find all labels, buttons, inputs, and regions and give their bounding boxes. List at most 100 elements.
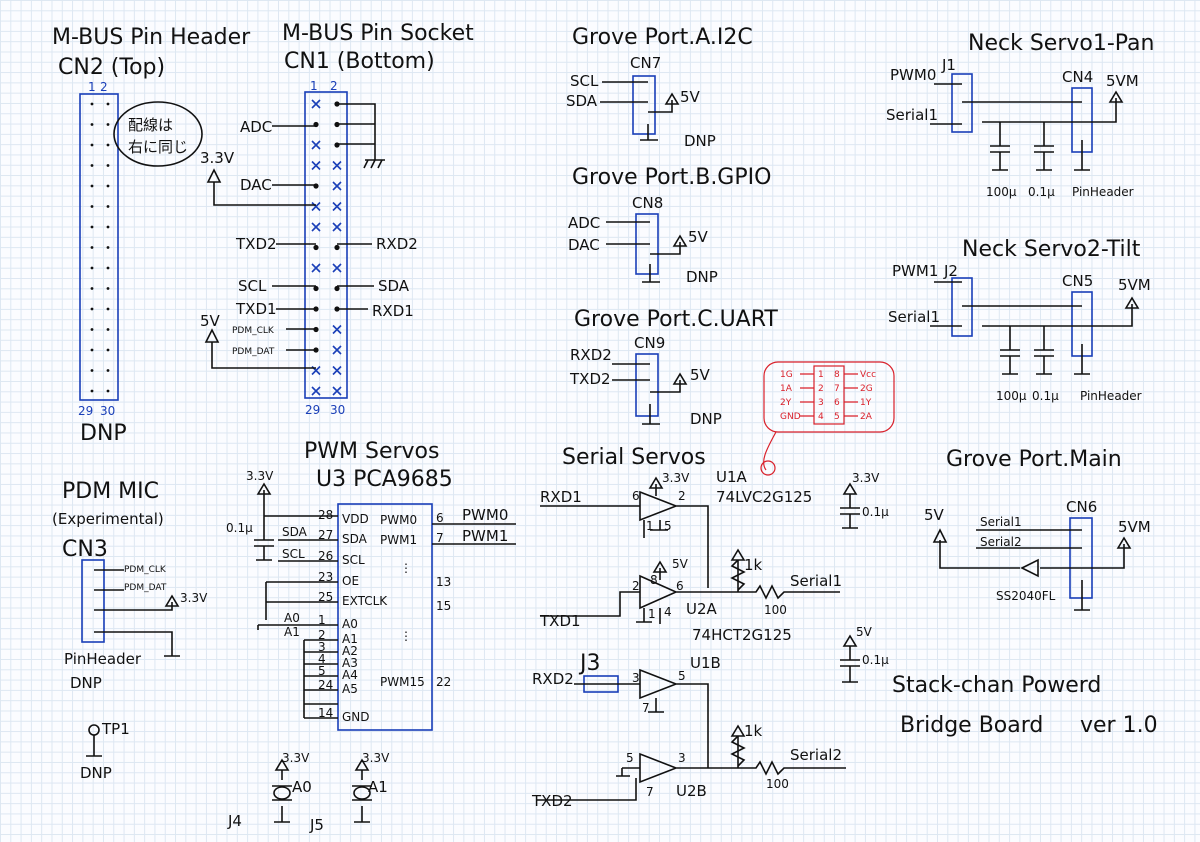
- neck1-pwm: PWM0: [890, 66, 936, 84]
- neck1-cap1: 100μ: [986, 185, 1017, 199]
- u3-pwm0-label: PWM0: [380, 513, 417, 527]
- cn2-pin-dot: [106, 369, 110, 372]
- cn1-txd2-label: TXD2: [235, 235, 277, 253]
- cn1-pin-nc: [332, 324, 342, 335]
- cn7-name: CN7: [630, 54, 661, 72]
- u2a-part: 74HCT2G125: [692, 626, 792, 644]
- cn2-pin-dot: [106, 143, 110, 147]
- pwm-servos-title: PWM Servos: [304, 439, 439, 464]
- u2a-p1: 1: [648, 607, 656, 621]
- u1a-name: U1A: [716, 468, 748, 486]
- neck2-cap2: 0.1μ: [1032, 389, 1059, 403]
- neck2-pwm: PWM1: [892, 262, 938, 280]
- u3-pin-label: A5: [342, 682, 358, 696]
- neck2-j: J2: [943, 262, 958, 280]
- u3-net-pwm0: PWM0: [462, 506, 508, 524]
- cn2-pin30: 30: [100, 404, 115, 418]
- cn6-diode: [1020, 558, 1039, 578]
- pinout-right-pin: 7: [834, 384, 840, 394]
- serial-rxd1: RXD1: [540, 488, 582, 506]
- u1b-p7: 7: [642, 701, 650, 715]
- cn1-5v-wire: [204, 328, 316, 369]
- j5-pad: [353, 786, 371, 800]
- cn6-name: CN6: [1066, 498, 1097, 516]
- cn1-pin-nc: [332, 263, 342, 273]
- cn2-pin-dot: [90, 307, 94, 311]
- cn2-pin-dot: [90, 348, 94, 352]
- u2a-1k: 1k: [744, 556, 763, 574]
- cn1-rxd2-label: RXD2: [376, 235, 418, 253]
- u3-pin-number: 28: [318, 508, 333, 522]
- pdm-subtitle: (Experimental): [52, 510, 164, 528]
- cn9-name: CN9: [634, 334, 665, 352]
- cn8-name: CN8: [632, 194, 663, 212]
- board-version: ver 1.0: [1080, 713, 1158, 738]
- neck2-serial: Serial1: [888, 308, 940, 326]
- u3-pin-label: A0: [342, 617, 358, 631]
- u3-pin7: 7: [436, 531, 444, 545]
- u1a-3v3: 3.3V: [662, 471, 690, 485]
- u2b-p5: 5: [626, 751, 634, 765]
- cn1-subtitle: CN1 (Bottom): [284, 49, 435, 74]
- cn1-pin29: 29: [305, 403, 320, 417]
- cn2-pin-dot: [90, 205, 94, 208]
- cn2-pin-dot: [106, 307, 110, 311]
- cn2-pin-dot: [90, 225, 94, 229]
- pinout-right-pin: 5: [834, 412, 840, 422]
- u3-pin15: 15: [436, 599, 451, 613]
- tp1-wire: [86, 735, 102, 757]
- cn1-pin-nc: [311, 201, 321, 212]
- u2b-wires: [536, 724, 746, 801]
- u2a-p6: 6: [676, 579, 684, 593]
- pinout-left-label: 1A: [780, 384, 793, 394]
- grove-c-title: Grove Port.C.UART: [574, 307, 778, 332]
- cn2-pin-dot: [90, 164, 94, 167]
- cn2-pin-dot: [90, 102, 94, 106]
- u2b-1k-resistor: [730, 735, 746, 767]
- serial1-resistor: [740, 584, 840, 600]
- pinout-right-label: Vcc: [860, 370, 876, 380]
- cn6-serial2: Serial2: [980, 535, 1022, 549]
- cn8-5v-label: 5V: [688, 228, 709, 246]
- cn1-pin-nc: [311, 160, 321, 171]
- cn3-clk: PDM_CLK: [124, 565, 167, 575]
- u3-right-wires: [432, 523, 516, 545]
- cn1-txd1-label: TXD1: [235, 300, 277, 318]
- cn2-pin-dot: [106, 266, 110, 270]
- cn1-3v3-label: 3.3V: [200, 149, 235, 167]
- cn1-pin-nc: [311, 140, 321, 150]
- u1b-p3: 3: [632, 671, 640, 685]
- cn2-subtitle: CN2 (Top): [58, 55, 165, 80]
- cn2-pin-dot: [90, 246, 94, 249]
- u1b-wires: [574, 668, 709, 768]
- u3-pin-number: 23: [318, 570, 333, 584]
- u2a-p2: 2: [632, 579, 640, 593]
- cn1-socket-box: [304, 91, 348, 399]
- cn2-pin2: 2: [100, 80, 108, 94]
- neck1-serial: Serial1: [886, 106, 938, 124]
- cn7-dnp: DNP: [684, 132, 716, 150]
- u2b-p3: 3: [678, 751, 686, 765]
- cap2-5v: 5V: [856, 625, 873, 639]
- cn7-5v-label: 5V: [680, 88, 701, 106]
- cn1-3v3-wire: [206, 168, 316, 206]
- u2b-p7: 7: [646, 785, 654, 799]
- j4-label: J4: [227, 812, 242, 830]
- cn1-pin-nc: [311, 99, 321, 109]
- u2a-name: U2A: [686, 600, 718, 618]
- cn1-pdmclk-label: PDM_CLK: [232, 326, 275, 336]
- cn2-pin-dot: [90, 184, 94, 188]
- cn7-scl-label: SCL: [570, 72, 599, 90]
- cn2-pin-dot: [106, 246, 110, 249]
- cn1-pin-nc: [332, 365, 342, 376]
- cn2-pin-dot: [90, 143, 94, 147]
- cn1-pin-connected: [313, 285, 319, 292]
- neck1-cap2: 0.1μ: [1028, 185, 1055, 199]
- neck1-hdr: PinHeader: [1072, 185, 1134, 199]
- cn2-pin-dot: [106, 389, 110, 393]
- cn2-pin-dot: [106, 102, 110, 106]
- u3-a1-net: A1: [284, 625, 300, 639]
- cn1-pin-nc: [311, 222, 321, 232]
